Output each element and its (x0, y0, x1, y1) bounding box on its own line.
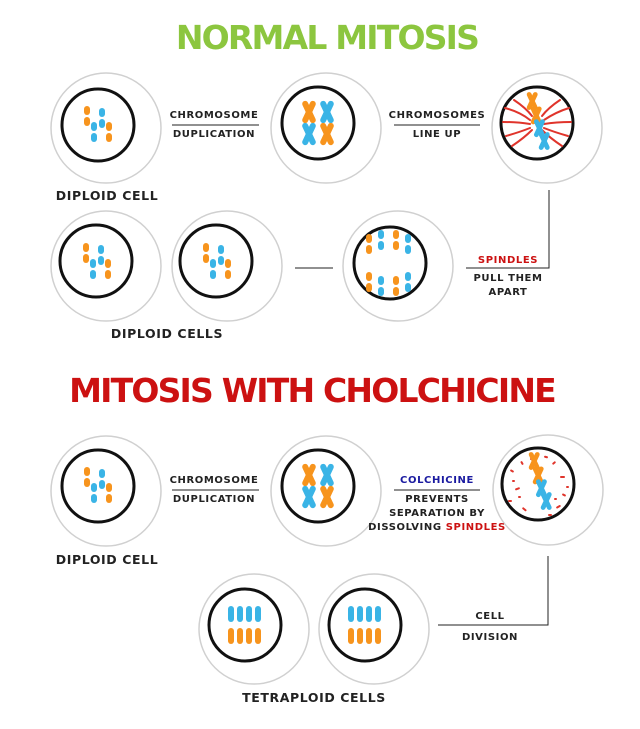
svg-text:SPINDLES: SPINDLES (478, 255, 538, 266)
caption-diploid-cell-normal: DIPLOID CELL (56, 188, 159, 203)
arrow-chromosome-duplication: CHROMOSOME DUPLICATION (170, 110, 259, 140)
svg-text:LINE UP: LINE UP (413, 129, 461, 140)
svg-text:DISSOLVING SPINDLES: DISSOLVING SPINDLES (368, 522, 506, 533)
arrow-colchicine-prevents: COLCHICINE PREVENTS SEPARATION BY DISSOL… (368, 475, 506, 533)
connector-line-colch (438, 556, 549, 626)
svg-text:COLCHICINE: COLCHICINE (400, 475, 474, 486)
svg-text:CELL: CELL (475, 611, 504, 622)
cell-duplicated (270, 72, 382, 184)
caption-diploid-cell-colch: DIPLOID CELL (56, 552, 159, 567)
cell-tetraploid-1 (198, 573, 310, 685)
cell-diploid-daughter-2 (171, 210, 283, 322)
cell-dissolved-spindles (492, 434, 604, 546)
cell-diploid-colch (50, 435, 162, 547)
svg-text:CHROMOSOME: CHROMOSOME (170, 110, 259, 121)
caption-tetraploid-cells: TETRAPLOID CELLS (242, 690, 386, 705)
connector-line (466, 190, 550, 269)
arrow-spindles-pull-apart: SPINDLES PULL THEM APART (473, 255, 542, 298)
svg-text:DUPLICATION: DUPLICATION (173, 494, 255, 505)
svg-text:PREVENTS: PREVENTS (405, 494, 469, 505)
cell-diploid (50, 72, 162, 184)
svg-text:SEPARATION BY: SEPARATION BY (389, 508, 485, 519)
arrow-cell-division: CELL DIVISION (462, 611, 518, 643)
cell-duplicated-colch (270, 435, 382, 547)
svg-text:DIVISION: DIVISION (462, 632, 518, 643)
svg-text:CHROMOSOME: CHROMOSOME (170, 475, 259, 486)
svg-text:PULL THEM: PULL THEM (473, 273, 542, 284)
cell-anaphase (342, 210, 454, 322)
arrow-chromosome-duplication-colch: CHROMOSOME DUPLICATION (170, 475, 259, 505)
cell-metaphase (491, 72, 603, 184)
svg-text:CHROMOSOMES: CHROMOSOMES (389, 110, 486, 121)
svg-text:DUPLICATION: DUPLICATION (173, 129, 255, 140)
normal-mitosis-title: NORMAL MITOSIS (176, 18, 478, 57)
cell-diploid-daughter-1 (50, 210, 162, 322)
caption-diploid-cells: DIPLOID CELLS (111, 326, 223, 341)
svg-text:APART: APART (489, 287, 528, 298)
arrow-chromosomes-line-up: CHROMOSOMES LINE UP (389, 110, 486, 140)
cell-tetraploid-2 (318, 573, 430, 685)
colchicine-mitosis-title: MITOSIS WITH CHOLCHICINE (69, 371, 555, 410)
